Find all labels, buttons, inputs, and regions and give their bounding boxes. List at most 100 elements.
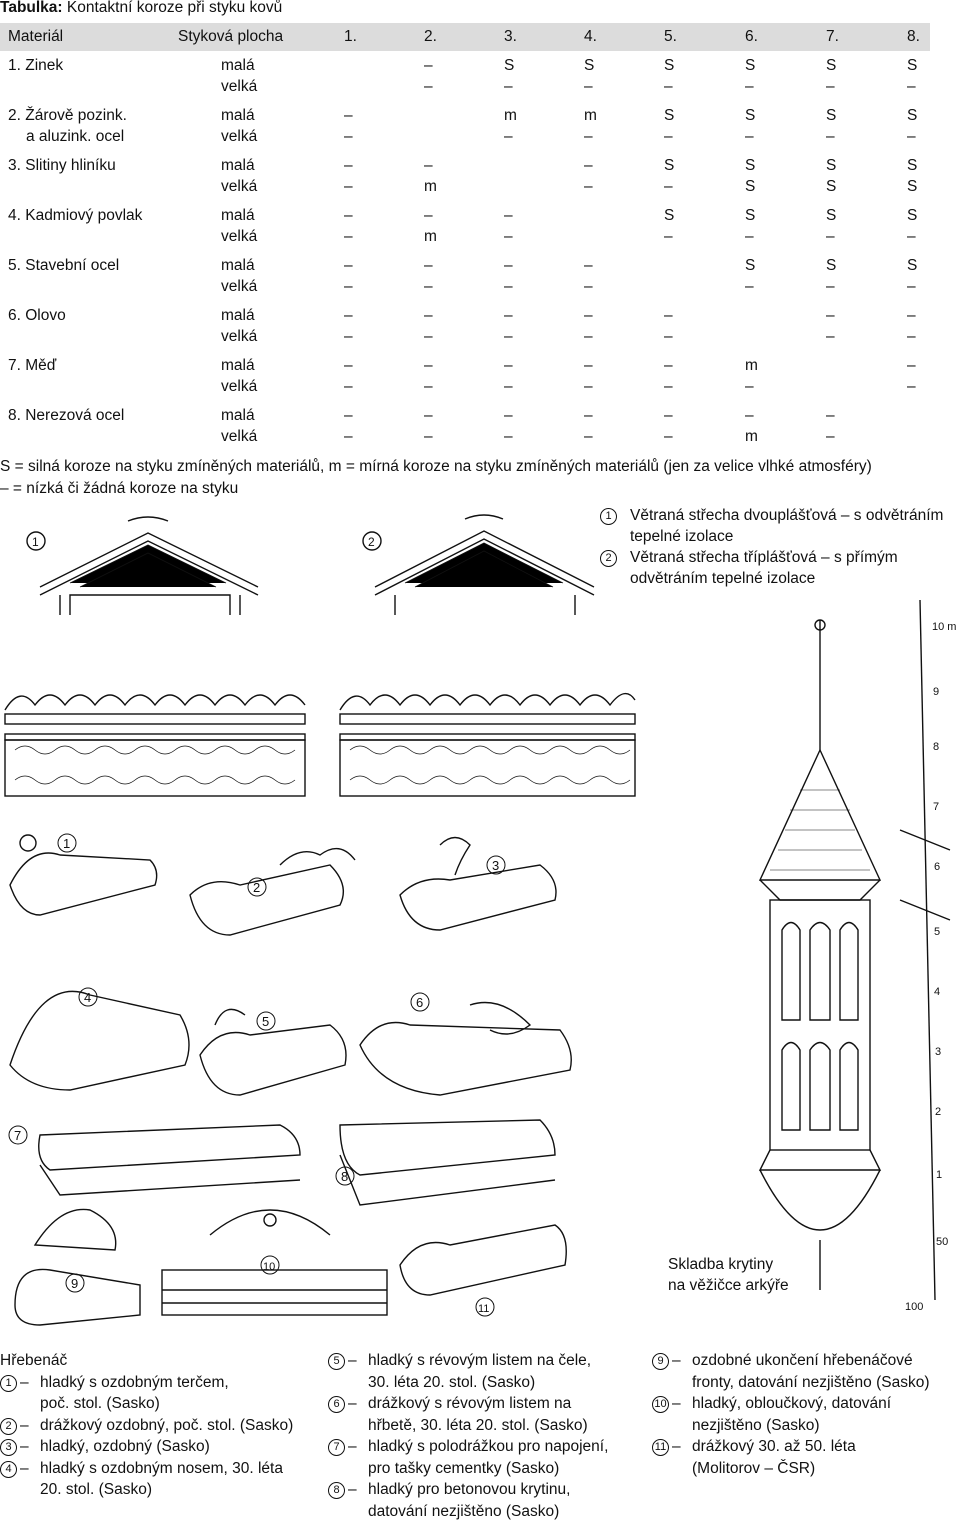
table-cell: – (504, 328, 513, 345)
table-cell: – (504, 228, 513, 245)
size-large-label: velká (221, 328, 258, 345)
table-cell: – (584, 428, 593, 445)
table-cell: – (344, 228, 353, 245)
scale-label-2: 2 (935, 1106, 941, 1118)
table-cell: S (907, 257, 918, 274)
table-cell: – (664, 378, 673, 395)
marker-7-icon: 7 (14, 1128, 21, 1143)
marker-6-icon: 6 (416, 995, 423, 1010)
ridge-item-text: hladký s polodrážkou pro napojení, (368, 1438, 609, 1455)
marker-5-icon: 5 (328, 1353, 345, 1370)
table-cell: – (907, 228, 916, 245)
material-name: 7. Měď (8, 357, 57, 374)
table-cell: m (745, 428, 758, 445)
table-cell: – (584, 128, 593, 145)
marker-2-icon: 2 (600, 550, 617, 567)
ridge-item-text: drážkový s révovým listem na (368, 1395, 572, 1412)
table-cell: – (504, 257, 513, 274)
size-large-label: velká (221, 128, 258, 145)
dash-separator: – (348, 1352, 357, 1369)
table-cell: – (826, 407, 835, 424)
scale-label-100: 100 (905, 1301, 923, 1313)
table-cell: – (504, 428, 513, 445)
table-cell: – (344, 207, 353, 224)
table-cell: – (424, 57, 433, 74)
table-cell: – (504, 407, 513, 424)
size-small-label: malá (221, 57, 255, 74)
size-small-label: malá (221, 357, 255, 374)
ridge-list-col-1: Hřebenáč 1–hladký s ozdobným terčem,poč.… (0, 1350, 320, 1501)
table-cell: – (745, 407, 754, 424)
table-cell: S (664, 57, 675, 74)
ridge-item-text-cont: pro tašky cementky (Sasko) (368, 1459, 560, 1477)
dash-separator: – (672, 1438, 681, 1455)
table-cell: m (584, 107, 597, 124)
svg-text:2: 2 (368, 535, 375, 549)
legend-line-1: S = silná koroze na styku zmíněných mate… (0, 458, 872, 475)
table-cell: S (907, 157, 918, 174)
table-cell: – (664, 307, 673, 324)
material-name: 4. Kadmiový povlak (8, 207, 143, 224)
table-cell: S (826, 207, 837, 224)
header-col-7: 7. (826, 28, 839, 45)
dash-separator: – (672, 1352, 681, 1369)
table-cell: – (826, 278, 835, 295)
table-cell: – (584, 407, 593, 424)
table-cell: – (344, 157, 353, 174)
table-cell: – (826, 307, 835, 324)
size-large-label: velká (221, 428, 258, 445)
table-cell: – (424, 328, 433, 345)
table-cell: – (504, 307, 513, 324)
table-cell: S (826, 57, 837, 74)
scale-label-8: 8 (933, 741, 939, 753)
table-cell: S (826, 107, 837, 124)
table-cell: – (344, 357, 353, 374)
ridge-item-text: drážkový ozdobný, poč. stol. (Sasko) (40, 1416, 294, 1434)
table-cell: – (584, 78, 593, 95)
material-name: 3. Slitiny hliníku (8, 157, 116, 174)
table-title: Tabulka: Kontaktní koroze při styku kovů (0, 0, 283, 16)
scale-label-10m: 10 m (932, 621, 956, 633)
marker-11-icon: 11 (652, 1439, 669, 1456)
table-cell: S (584, 57, 595, 74)
turret-caption: Skladba krytiny na věžičce arkýře (668, 1256, 789, 1294)
size-small-label: malá (221, 107, 255, 124)
header-col-8: 8. (907, 28, 920, 45)
marker-10-icon: 10 (652, 1396, 669, 1413)
ridge-item-text-cont: 20. stol. (Sasko) (40, 1481, 152, 1498)
header-material: Materiál (8, 28, 64, 45)
marker-8-icon: 8 (341, 1169, 348, 1184)
ridge-item-text: ozdobné ukončení hřebenáčové (692, 1352, 913, 1369)
table-cell: – (745, 378, 754, 395)
roof-layer-sections (4, 692, 636, 797)
ridge-item-text: hladký, obloučkový, datování (692, 1395, 892, 1412)
marker-3-icon: 3 (492, 858, 499, 873)
table-cell: – (826, 128, 835, 145)
table-cell: – (424, 278, 433, 295)
marker-9-icon: 9 (71, 1276, 78, 1291)
table-cell: S (745, 257, 756, 274)
marker-8-icon: 8 (328, 1482, 345, 1499)
header-col-1: 1. (344, 28, 357, 45)
size-large-label: velká (221, 278, 258, 295)
ridge-item-text-cont: fronty, datování nezjištěno (Sasko) (692, 1373, 930, 1391)
header-contact-area: Styková plocha (178, 28, 284, 45)
table-cell: – (584, 178, 593, 195)
table-cell: – (664, 228, 673, 245)
ridge-item-text-cont: (Molitorov – ČSR) (692, 1459, 816, 1477)
ridge-item-text: hladký s ozdobným terčem, (40, 1373, 229, 1391)
scale-label-1: 1 (936, 1169, 942, 1181)
table-cell: S (504, 57, 515, 74)
table-cell: – (664, 128, 673, 145)
ridge-item-text: hladký pro betonovou krytinu, (368, 1481, 571, 1498)
ridge-list-item: 2–drážkový ozdobný, poč. stol. (Sasko) (0, 1415, 320, 1437)
marker-1-icon: 1 (0, 1374, 17, 1392)
table-cell: – (664, 78, 673, 95)
ridge-item-text-cont: datování nezjištěno (Sasko) (368, 1502, 560, 1520)
table-cell: – (504, 357, 513, 374)
table-cell: – (344, 257, 353, 274)
marker-10-icon: 10 (263, 1261, 275, 1273)
